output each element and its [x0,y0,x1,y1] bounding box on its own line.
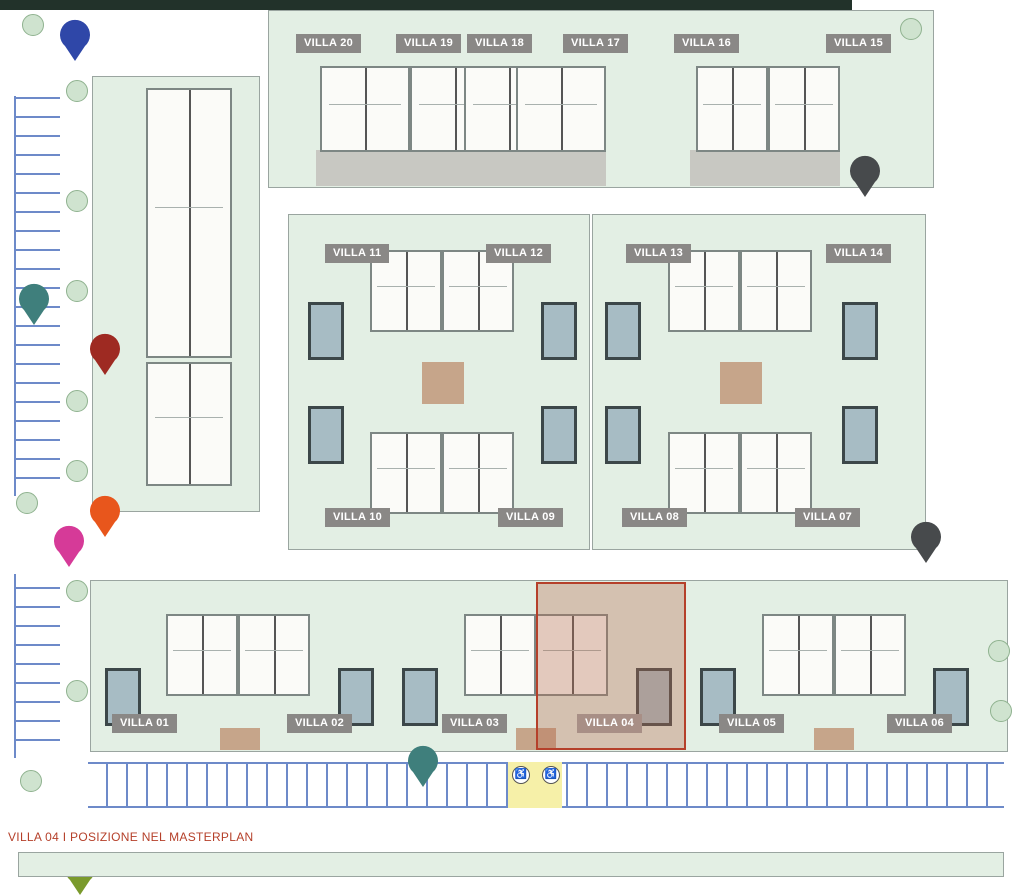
map-pin-magenta[interactable] [51,524,87,568]
tree [20,770,42,792]
villa-label-07[interactable]: VILLA 07 [795,508,861,527]
tree [66,460,88,482]
apartment-building [146,88,232,358]
tree [66,80,88,102]
map-pin-teal-parking[interactable] [405,744,441,788]
villa-label-13[interactable]: VILLA 13 [626,244,692,263]
tree [900,18,922,40]
villa-label-06[interactable]: VILLA 06 [887,714,953,733]
apartment-building [146,362,232,486]
pool [308,406,344,464]
villa-building [668,432,740,514]
pool [605,406,641,464]
tree [66,190,88,212]
villa-label-18[interactable]: VILLA 18 [467,34,533,53]
villa-label-11[interactable]: VILLA 11 [325,244,390,263]
villa-label-03[interactable]: VILLA 03 [442,714,508,733]
masterplan-caption: VILLA 04 I POSIZIONE NEL MASTERPLAN [8,830,254,844]
villa-building [668,250,740,332]
pool [402,668,438,726]
tree [22,14,44,36]
villa-label-09[interactable]: VILLA 09 [498,508,564,527]
tree [66,390,88,412]
villa-building [536,614,608,696]
tree [16,492,38,514]
map-pin-red[interactable] [87,332,123,376]
villa-building [442,250,514,332]
villa-label-01[interactable]: VILLA 01 [112,714,178,733]
villa-label-15[interactable]: VILLA 15 [826,34,892,53]
villa-label-04[interactable]: VILLA 04 [577,714,643,733]
top-bar [0,0,852,10]
villa-building [320,66,410,152]
paving [316,150,606,186]
villa-label-19[interactable]: VILLA 19 [396,34,462,53]
tree [66,280,88,302]
wheelchair-icon: ♿ [512,766,530,784]
wheelchair-icon: ♿ [542,766,560,784]
villa-building [166,614,238,696]
map-pin-blue[interactable] [57,18,93,62]
parking-west-lower [14,574,60,758]
villa-building [768,66,840,152]
villa-label-16[interactable]: VILLA 16 [674,34,740,53]
pool [842,406,878,464]
bottom-green-strip [18,852,1004,877]
villa-label-20[interactable]: VILLA 20 [296,34,362,53]
tree [990,700,1012,722]
villa-building [696,66,768,152]
villa-label-05[interactable]: VILLA 05 [719,714,785,733]
villa-label-10[interactable]: VILLA 10 [325,508,391,527]
villa-building [370,432,442,514]
villa-label-08[interactable]: VILLA 08 [622,508,688,527]
pool [700,668,736,726]
villa-building [834,614,906,696]
pool [541,406,577,464]
map-pin-teal[interactable] [16,282,52,326]
villa-building [370,250,442,332]
villa-building [516,66,606,152]
deck [720,362,762,404]
deck [422,362,464,404]
villa-building [442,432,514,514]
pool [842,302,878,360]
villa-label-17[interactable]: VILLA 17 [563,34,629,53]
villa-label-02[interactable]: VILLA 02 [287,714,353,733]
villa-label-12[interactable]: VILLA 12 [486,244,552,263]
map-pin-orange[interactable] [87,494,123,538]
villa-building [238,614,310,696]
pool [541,302,577,360]
villa-label-14[interactable]: VILLA 14 [826,244,892,263]
villa-building [740,250,812,332]
tree [988,640,1010,662]
pool [605,302,641,360]
tree [66,680,88,702]
tree [66,580,88,602]
deck [220,728,260,750]
villa-building [464,614,536,696]
paving [690,150,840,186]
map-pin-dark-east[interactable] [908,520,944,564]
pool [308,302,344,360]
villa-building [762,614,834,696]
map-pin-dark-north[interactable] [847,154,883,198]
villa-building [740,432,812,514]
deck [814,728,854,750]
